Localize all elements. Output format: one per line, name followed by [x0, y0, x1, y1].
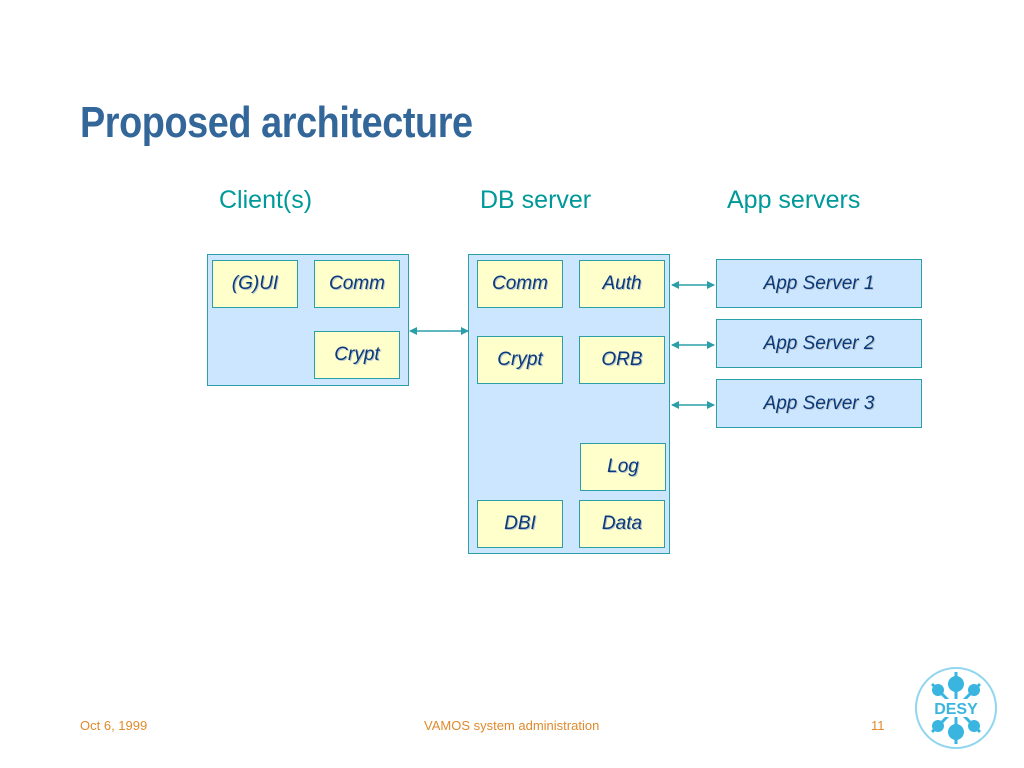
footer-page-number: 11: [871, 718, 885, 733]
app-server-3: App Server 3: [716, 379, 922, 428]
db-module-auth: Auth: [579, 260, 665, 308]
footer-date: Oct 6, 1999: [80, 718, 148, 733]
desy-logo-text: DESY: [934, 701, 978, 718]
desy-logo-icon: DESY: [915, 667, 997, 749]
column-label-app-servers: App servers: [727, 186, 861, 214]
db-module-comm: Comm: [477, 260, 563, 308]
client-module-crypt: Crypt: [314, 331, 400, 379]
db-module-data: Data: [579, 500, 665, 548]
slide-title: Proposed architecture: [80, 98, 473, 147]
footer-title: VAMOS system administration: [424, 718, 600, 733]
db-module-log: Log: [580, 443, 666, 491]
db-module-orb: ORB: [579, 336, 665, 384]
client-module-comm: Comm: [314, 260, 400, 308]
column-label-db-server: DB server: [480, 186, 592, 214]
db-module-crypt: Crypt: [477, 336, 563, 384]
app-server-1: App Server 1: [716, 259, 922, 308]
column-label-clients: Client(s): [219, 186, 313, 214]
client-module-gui: (G)UI: [212, 260, 298, 308]
db-module-dbi: DBI: [477, 500, 563, 548]
app-server-2: App Server 2: [716, 319, 922, 368]
